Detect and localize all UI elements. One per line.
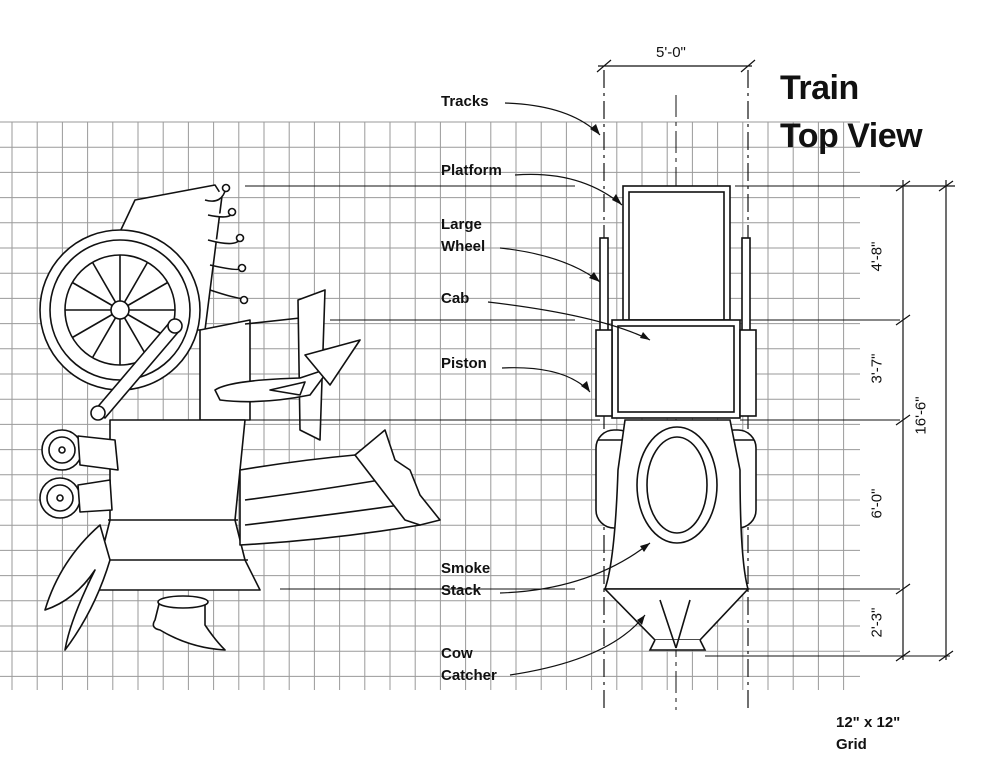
horn-bell bbox=[354, 429, 441, 526]
label-cow-catcher: Cow Catcher bbox=[441, 645, 497, 684]
platform-top bbox=[622, 185, 731, 321]
platform-side bbox=[199, 319, 251, 421]
dim-platform-length: 4'-8" bbox=[868, 241, 886, 272]
dim-track-width: 5'-0" bbox=[656, 44, 686, 61]
cowcatcher-blades bbox=[44, 524, 111, 651]
cowcatcher-top bbox=[603, 588, 750, 641]
label-large-wheel: Large Wheel bbox=[441, 216, 486, 255]
wheel-spoke bbox=[91, 261, 117, 303]
label-cab: Cab bbox=[441, 290, 470, 307]
train-side-view bbox=[39, 183, 441, 651]
dim-catcher-length: 2'-3" bbox=[868, 607, 886, 638]
dim-total-length: 16'-6" bbox=[912, 396, 930, 435]
dim-cab-length: 3'-7" bbox=[868, 353, 886, 384]
label-tracks: Tracks bbox=[441, 93, 489, 110]
headlights bbox=[39, 429, 119, 519]
wheel-spoke bbox=[91, 317, 117, 359]
piston-arm bbox=[90, 318, 183, 421]
label-smoke-stack: Smoke Stack bbox=[441, 560, 491, 599]
dimension-lines bbox=[596, 59, 955, 662]
leader-arrowheads bbox=[581, 124, 650, 625]
label-piston: Piston bbox=[441, 355, 487, 372]
wheel-spoke bbox=[71, 281, 113, 307]
grid-note: 12" x 12" Grid bbox=[836, 714, 901, 753]
title-line-2: Top View bbox=[780, 117, 923, 155]
train-top-view bbox=[595, 70, 757, 710]
dim-boiler-length: 6'-0" bbox=[868, 488, 886, 519]
wheel-spoke bbox=[123, 317, 149, 359]
title-line-1: Train bbox=[780, 69, 859, 107]
cab-top bbox=[595, 319, 757, 419]
large-wheel bbox=[39, 229, 201, 391]
boiler bbox=[94, 419, 261, 591]
wheel-spoke bbox=[71, 313, 113, 339]
projection-lines bbox=[245, 185, 950, 657]
stack-base bbox=[152, 599, 226, 651]
wheel-spoke bbox=[127, 281, 169, 307]
wheel-spoke bbox=[123, 261, 149, 303]
label-platform: Platform bbox=[441, 162, 502, 179]
